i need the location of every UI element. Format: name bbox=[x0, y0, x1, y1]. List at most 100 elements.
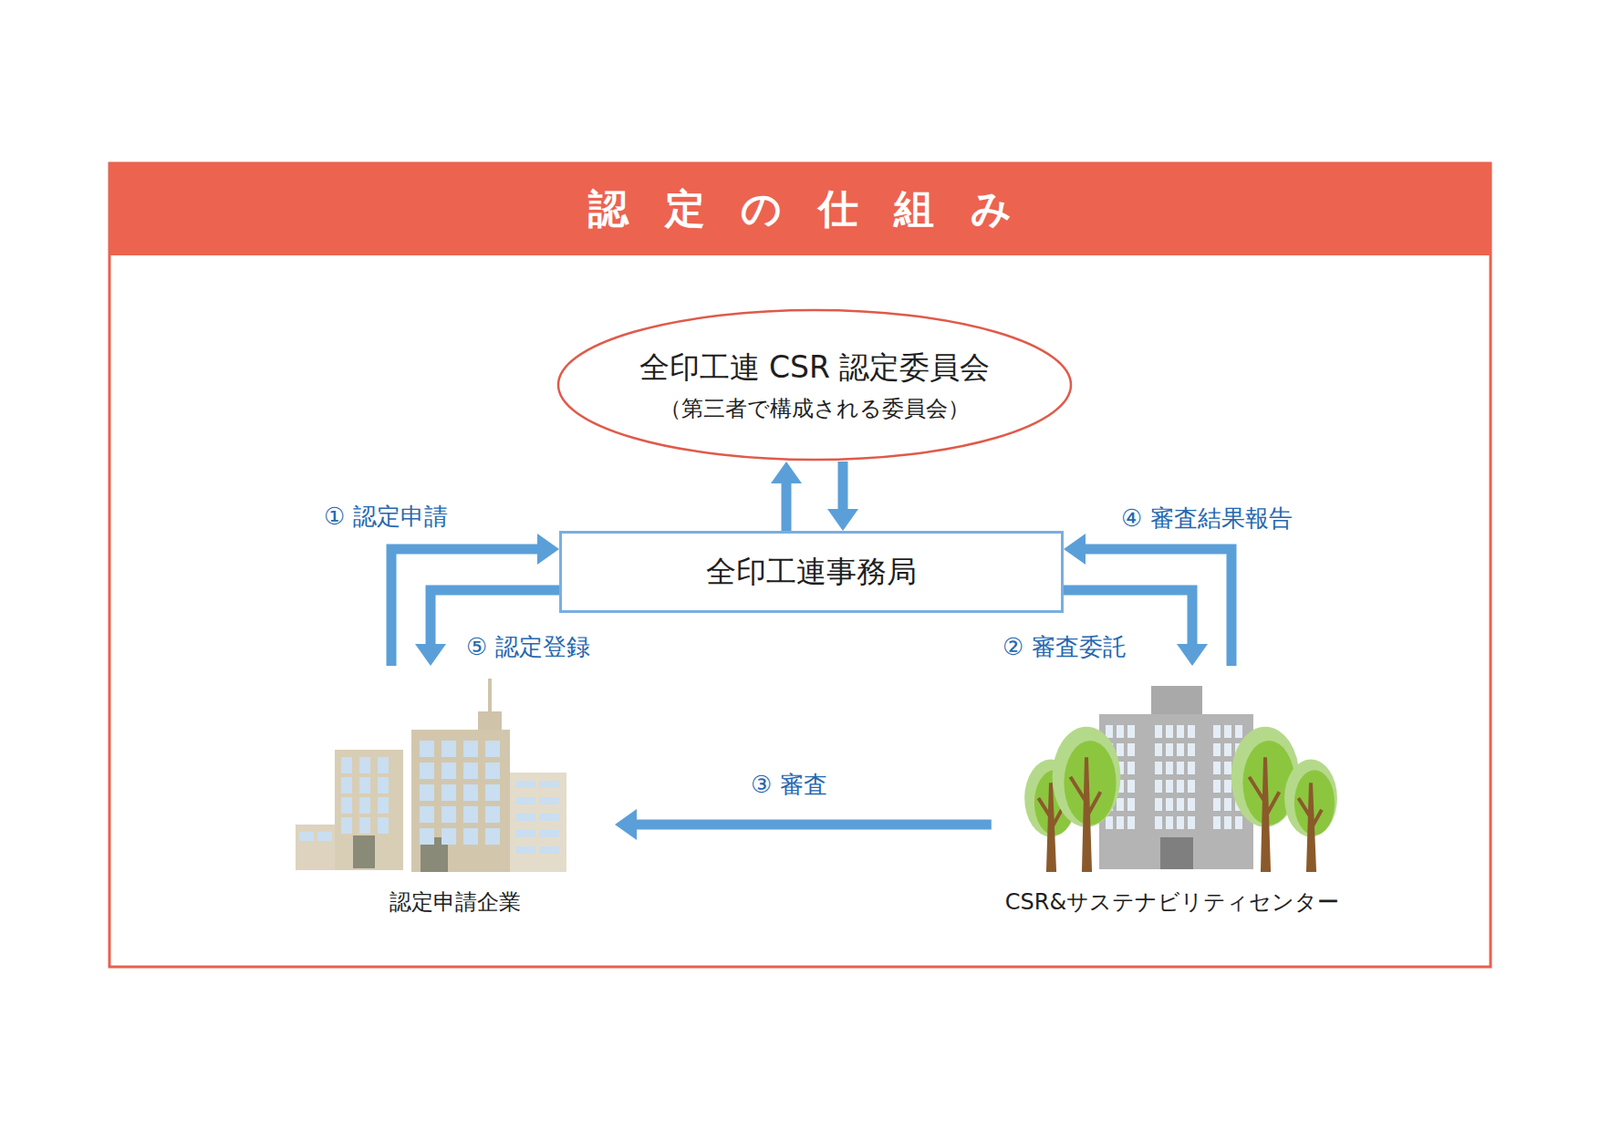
title-band bbox=[109, 163, 1491, 256]
arrow-line bbox=[635, 820, 992, 831]
window bbox=[1127, 779, 1135, 793]
antenna bbox=[488, 678, 492, 716]
window bbox=[463, 762, 478, 780]
arrow-line bbox=[781, 482, 792, 531]
door bbox=[353, 835, 375, 869]
window bbox=[1127, 798, 1135, 811]
window bbox=[419, 806, 435, 823]
window bbox=[1176, 798, 1185, 811]
arrowhead bbox=[537, 533, 560, 565]
tree-trunk bbox=[1070, 757, 1101, 871]
window bbox=[1213, 798, 1221, 811]
window bbox=[1105, 725, 1113, 738]
window bbox=[1224, 798, 1232, 811]
window bbox=[1116, 725, 1124, 738]
window bbox=[377, 817, 389, 834]
window bbox=[1154, 798, 1163, 811]
window bbox=[1187, 725, 1195, 738]
window bbox=[1187, 743, 1195, 757]
window bbox=[1213, 779, 1221, 793]
window bbox=[1154, 761, 1163, 775]
window bbox=[539, 830, 560, 838]
center-building bbox=[1099, 685, 1254, 870]
node-sublabel: （第三者で構成される委員会） bbox=[659, 394, 970, 424]
window bbox=[1224, 725, 1232, 738]
window bbox=[515, 797, 536, 805]
window bbox=[515, 846, 536, 854]
building bbox=[334, 749, 404, 871]
window bbox=[341, 817, 353, 834]
window bbox=[1154, 743, 1163, 757]
window bbox=[377, 777, 389, 794]
title: 認定の仕組み bbox=[588, 182, 1049, 237]
window bbox=[463, 740, 478, 758]
window bbox=[1165, 816, 1174, 830]
node-label: CSR&サステナビリティセンター bbox=[1005, 887, 1340, 917]
window bbox=[359, 797, 371, 814]
window bbox=[359, 777, 371, 794]
node-label: 全印工連事務局 bbox=[706, 551, 917, 593]
arrowhead bbox=[770, 461, 802, 484]
trees bbox=[1024, 727, 1338, 871]
window bbox=[1165, 743, 1174, 757]
window bbox=[1213, 761, 1221, 775]
window bbox=[1154, 816, 1163, 830]
window bbox=[1235, 725, 1243, 738]
window bbox=[419, 784, 435, 801]
window bbox=[1235, 816, 1243, 830]
window bbox=[1187, 816, 1195, 830]
edge-label: ② 審査委託 bbox=[999, 631, 1130, 664]
flow-arrow bbox=[770, 461, 802, 531]
ellipse-outline bbox=[556, 308, 1073, 462]
window bbox=[1213, 816, 1221, 830]
window bbox=[1176, 743, 1185, 757]
window bbox=[377, 797, 389, 814]
window bbox=[359, 757, 371, 774]
window bbox=[1224, 761, 1232, 775]
window bbox=[299, 831, 314, 842]
window bbox=[1127, 816, 1135, 830]
tree-trunk bbox=[1248, 757, 1279, 871]
flow-arrow bbox=[614, 809, 992, 841]
center-node: CSR&サステナビリティセンター bbox=[991, 665, 1353, 917]
window bbox=[1165, 779, 1174, 793]
window bbox=[515, 830, 536, 838]
edge-label: ① 認定申請 bbox=[321, 500, 451, 533]
window bbox=[317, 831, 333, 842]
title-box: 認定の仕組み bbox=[109, 163, 1491, 256]
window bbox=[341, 797, 353, 814]
window bbox=[1224, 743, 1232, 757]
window bbox=[419, 740, 435, 758]
edge-label: ⑤ 認定登録 bbox=[463, 631, 593, 664]
building bbox=[509, 772, 567, 873]
window bbox=[1154, 725, 1163, 738]
window bbox=[485, 806, 500, 823]
office-box: 全印工連事務局 bbox=[559, 530, 1064, 613]
window bbox=[485, 740, 500, 758]
door bbox=[1160, 837, 1194, 870]
window bbox=[539, 797, 560, 805]
flow-arrow bbox=[827, 461, 859, 531]
window bbox=[1127, 761, 1135, 775]
window bbox=[1127, 725, 1135, 738]
window bbox=[1127, 743, 1135, 757]
ellipse-shape bbox=[558, 310, 1071, 460]
window bbox=[1165, 761, 1174, 775]
window bbox=[419, 828, 435, 845]
window bbox=[485, 828, 500, 845]
window bbox=[1165, 725, 1174, 738]
arrow-line bbox=[838, 461, 849, 510]
window bbox=[1224, 779, 1232, 793]
window bbox=[1176, 761, 1185, 775]
window bbox=[1116, 798, 1124, 811]
window bbox=[341, 777, 353, 794]
window bbox=[1176, 816, 1185, 830]
window bbox=[1176, 779, 1185, 793]
window bbox=[1176, 725, 1185, 738]
arrowhead bbox=[827, 509, 859, 531]
window bbox=[1187, 779, 1195, 793]
window bbox=[441, 828, 457, 845]
window bbox=[463, 828, 478, 845]
window bbox=[1116, 743, 1124, 757]
